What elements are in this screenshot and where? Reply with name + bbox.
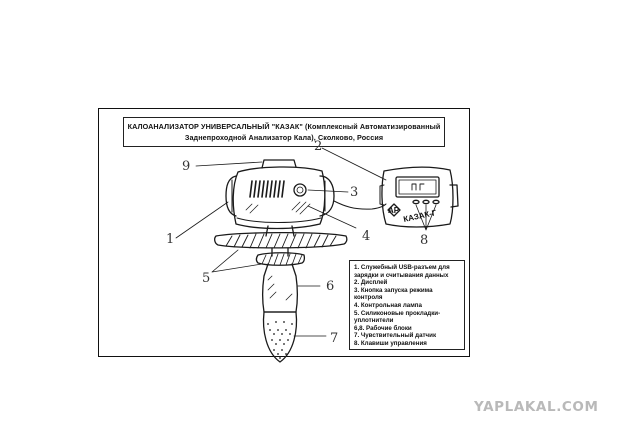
callout-4: 4 (362, 229, 370, 244)
callout-9: 9 (182, 159, 190, 174)
site-watermark: YAPLAKAL.COM (474, 399, 599, 415)
legend-item: 1. Служебный USB-разъем для (354, 264, 450, 271)
remote-display (395, 176, 440, 198)
legend-item: уплотнители (354, 317, 394, 325)
sensor-probe (262, 311, 298, 363)
callout-2: 2 (314, 139, 322, 154)
head-hatching (245, 201, 311, 215)
callout-lines (175, 147, 437, 337)
lower-gasket (255, 252, 306, 266)
title-line-2: Заднепроходной Анализатор Кала), Сколков… (184, 133, 384, 142)
legend-item: 4. Контрольная лампа (354, 301, 422, 309)
callout-6: 6 (326, 279, 334, 294)
remote-label: КАЗАК-Г (403, 208, 438, 224)
remote-side-plug (449, 184, 459, 208)
working-unit (261, 263, 299, 313)
launch-button (293, 183, 307, 197)
diagram-frame: КАЛОАНАЛИЗАТОР УНИВЕРСАЛЬНЫЙ "КАЗАК" (Ко… (98, 108, 470, 357)
legend-item: 2. Дисплей (354, 279, 388, 287)
title-box: КАЛОАНАЛИЗАТОР УНИВЕРСАЛЬНЫЙ "КАЗАК" (Ко… (123, 117, 445, 147)
legend-item: 8. Клавиши управления (354, 339, 427, 347)
left-connector (225, 175, 237, 217)
silicone-gasket (214, 231, 348, 249)
device-head (225, 159, 335, 230)
legend-item: 6,8. Рабочие блоки (354, 324, 412, 332)
legend-item: 5. Силиконовые прокладки- (354, 309, 441, 317)
callout-5: 5 (202, 271, 210, 286)
remote-logo: АР (388, 206, 400, 215)
right-knob (319, 175, 335, 217)
legend-item: 7. Чувствительный датчик (354, 332, 437, 340)
legend-item: 3. Кнопка запуска режима (354, 286, 433, 294)
legend-item: контроля (354, 294, 383, 302)
callout-8: 8 (420, 233, 428, 248)
connecting-cable (333, 200, 387, 210)
control-key-2 (422, 199, 430, 205)
control-key-3 (432, 199, 440, 205)
callout-7: 7 (330, 331, 338, 346)
legend-box: 1. Служебный USB-разъем для зарядки и сч… (349, 260, 465, 350)
remote-logo-icon (387, 203, 401, 217)
legend-item: зарядки и считывания данных (354, 271, 449, 279)
callout-3: 3 (350, 185, 358, 200)
sensor-dots (267, 321, 293, 359)
display-grille (249, 180, 285, 198)
title-line-1: КАЛОАНАЛИЗАТОР УНИВЕРСАЛЬНЫЙ "КАЗАК" (Ко… (127, 122, 441, 131)
callout-1: 1 (166, 232, 174, 247)
control-key-1 (412, 199, 420, 205)
remote-control (379, 166, 459, 228)
callout-numbers: 9 1 2 3 4 5 6 7 8 (166, 139, 428, 346)
